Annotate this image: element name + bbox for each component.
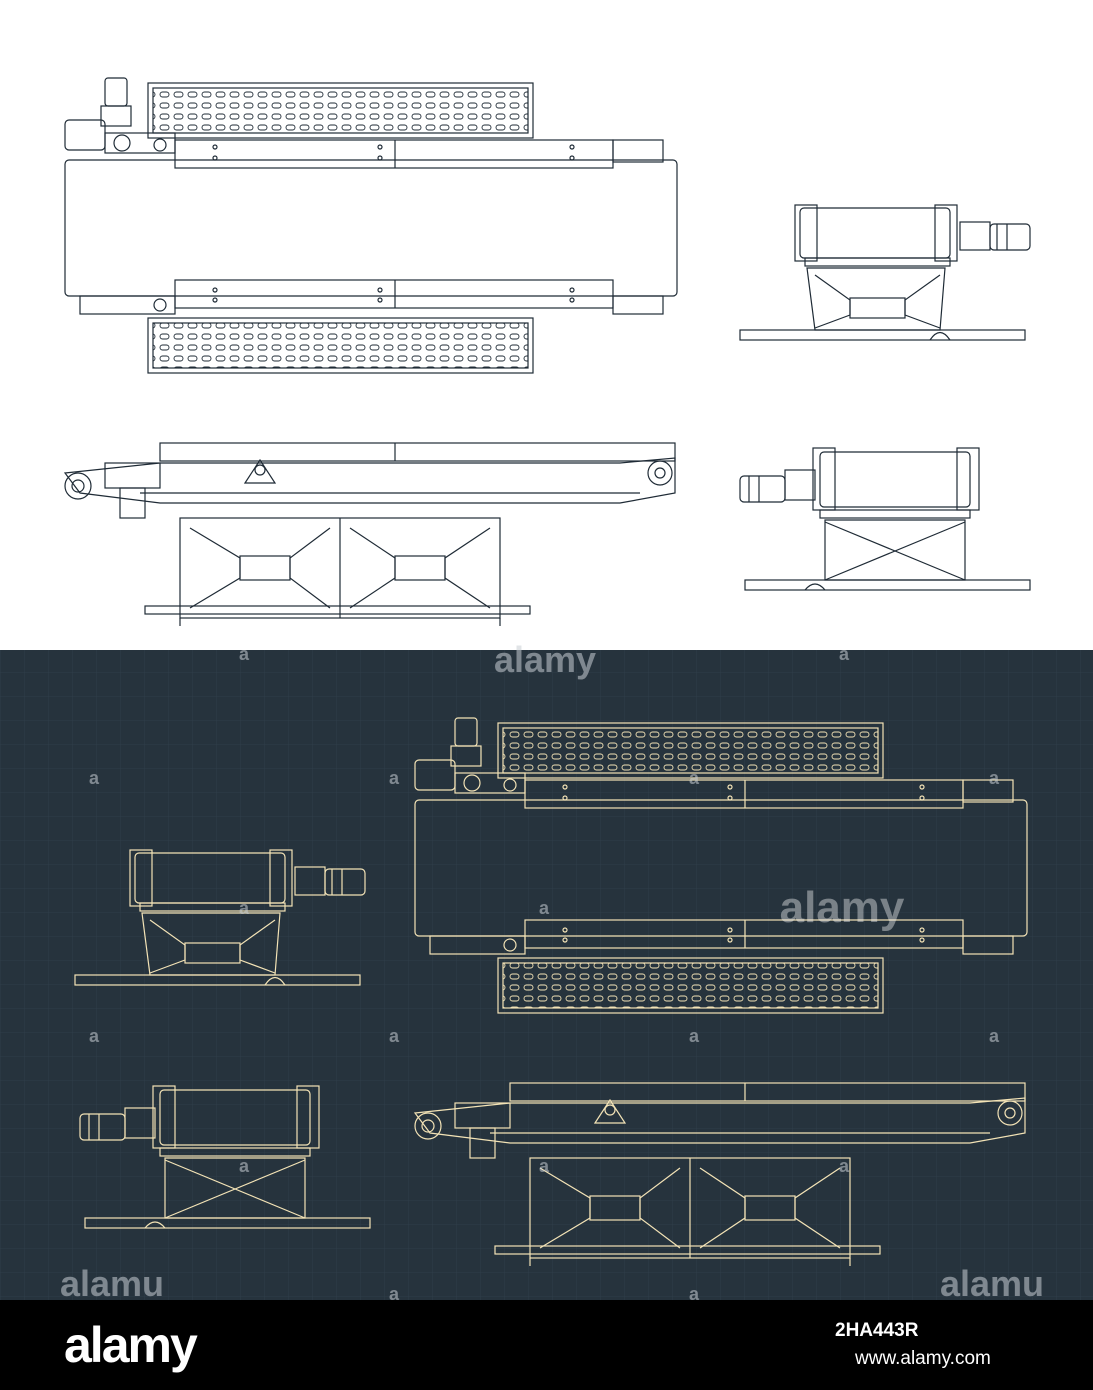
watermark-bottom-left: alamu <box>60 1263 164 1300</box>
corner-mark: a <box>389 768 400 788</box>
top-view-conveyor-dark <box>414 717 1028 1014</box>
corner-mark: a <box>689 1284 700 1300</box>
watermark-top-band: alamy <box>494 639 596 680</box>
watermark-bottom-right: alamu <box>940 1263 1044 1300</box>
corner-mark: a <box>89 768 100 788</box>
corner-mark: a <box>689 1026 700 1046</box>
corner-mark: a <box>989 768 1000 788</box>
corner-mark: a <box>389 1026 400 1046</box>
footer-logo[interactable]: alamy <box>64 1317 198 1373</box>
corner-mark: a <box>839 644 850 664</box>
corner-mark: a <box>239 1156 250 1176</box>
corner-mark: a <box>239 898 250 918</box>
watermark-group: alamy alamy alamu alamu a a a a a a a a … <box>60 639 1044 1300</box>
corner-mark: a <box>389 1284 400 1300</box>
top-view-conveyor-light <box>64 77 678 374</box>
corner-mark: a <box>239 644 250 664</box>
conveyor-blueprints: alamy alamy alamu alamu a a a a a a a a … <box>0 77 1093 1300</box>
corner-mark: a <box>89 1026 100 1046</box>
watermark-center: alamy <box>780 883 905 932</box>
footer-image-id: 2HA443R <box>835 1320 919 1341</box>
stock-footer-bar <box>0 1300 1093 1390</box>
corner-mark: a <box>839 1156 850 1176</box>
dark-blueprint-group <box>74 717 1028 1267</box>
corner-mark: a <box>539 1156 550 1176</box>
footer-url[interactable]: www.alamy.com <box>855 1348 991 1369</box>
light-blueprint-group <box>64 77 1031 627</box>
corner-mark: a <box>989 1026 1000 1046</box>
corner-mark: a <box>689 768 700 788</box>
corner-mark: a <box>539 898 550 918</box>
